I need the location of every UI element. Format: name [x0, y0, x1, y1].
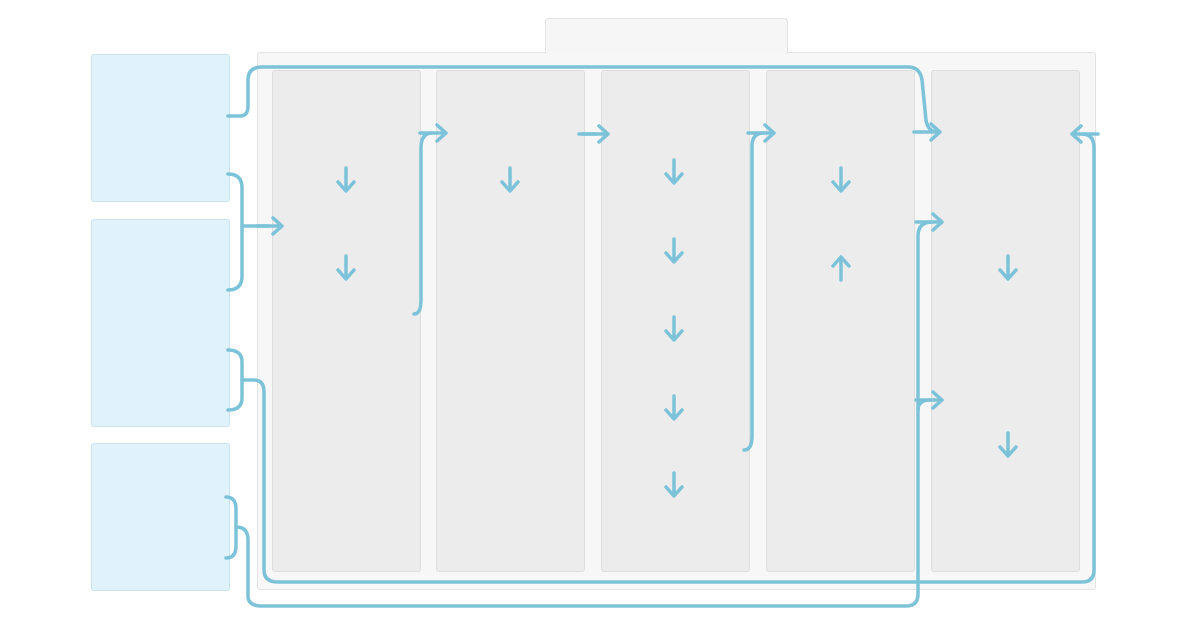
arrow-down-icon [664, 471, 684, 498]
connector-bracket-mid [226, 348, 244, 412]
column-1 [272, 70, 421, 572]
arrow-up-icon [831, 255, 851, 282]
arrow-down-icon [336, 254, 356, 281]
column-4 [766, 70, 915, 572]
input-box-1 [91, 54, 230, 202]
arrow-down-icon [664, 237, 684, 264]
input-box-2 [91, 219, 230, 427]
arrow-down-icon [500, 166, 520, 193]
arrow-right-icon [254, 216, 284, 236]
connector-bottom-inner [234, 220, 934, 608]
column-2 [436, 70, 585, 572]
connector-bracket-left [226, 172, 244, 292]
input-box-3 [91, 443, 230, 591]
arrow-down-icon [998, 254, 1018, 281]
arrow-down-icon [664, 394, 684, 421]
arrow-down-icon [336, 166, 356, 193]
arrow-down-icon [831, 166, 851, 193]
arrow-right-icon [580, 124, 610, 144]
column-5 [931, 70, 1080, 572]
arrow-down-icon [998, 431, 1018, 458]
arrow-down-icon [664, 315, 684, 342]
connector-bottom-outer [240, 132, 1096, 584]
arrow-down-icon [664, 158, 684, 185]
frame-tab [545, 18, 788, 54]
connector-column-1-to-column-2 [412, 131, 434, 316]
connector-top [226, 65, 940, 134]
connector-column-3-to-column-4 [742, 131, 766, 452]
